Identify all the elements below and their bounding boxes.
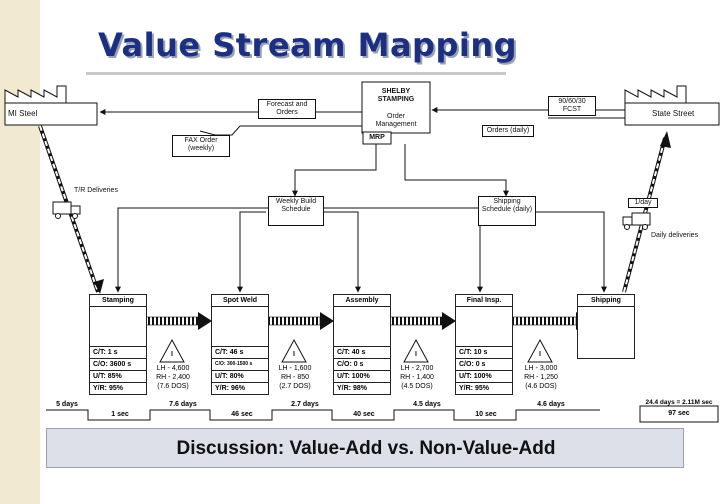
shipping-schedule-label: Shipping Schedule (daily) [478, 196, 536, 226]
supplier-name: MI Steel [8, 109, 38, 118]
tr-deliveries-label: T/R Deliveries [74, 187, 118, 194]
inventory-symbol-3: I [415, 351, 417, 358]
process-stamping-header: Stamping [89, 294, 147, 307]
truck-frequency-label: 1/day [628, 198, 658, 208]
timeline-process-3: 40 sec [353, 411, 375, 418]
inventory-symbol-1: I [171, 351, 173, 358]
discussion-text: Discussion: Value-Add vs. Non-Value-Add [176, 438, 556, 459]
timeline-total-lead: 24.4 days = 2.11M sec [645, 399, 713, 406]
background-stripe [0, 0, 40, 504]
customer-name: State Street [652, 109, 695, 118]
timeline-wait-3: 2.7 days [291, 401, 319, 408]
process-final-insp-header: Final Insp. [455, 294, 513, 307]
timeline-wait-4: 4.5 days [413, 401, 441, 408]
timeline-total-box [639, 405, 719, 423]
inventory-symbol-2: I [293, 351, 295, 358]
timeline-ladder [46, 409, 600, 421]
spot-weld-co: C/O: 300-1500 s [211, 358, 269, 371]
supplier-truck-icon [52, 201, 81, 219]
title-underline [86, 72, 506, 75]
final-insp-yr: Y/R: 95% [455, 382, 513, 395]
customer-truck-icon [622, 212, 651, 230]
discussion-banner: Discussion: Value-Add vs. Non-Value-Add [46, 428, 684, 468]
forecast-orders-label: Forecast and Orders [258, 99, 316, 119]
fax-order-label: FAX Order (weekly) [172, 135, 230, 157]
timeline-process-4: 10 sec [475, 411, 497, 418]
push-arrow-3 [389, 312, 456, 330]
weekly-schedule-label: Weekly Build Schedule [268, 196, 324, 226]
daily-deliveries-label: Daily deliveries [651, 232, 699, 239]
control-company: SHELBY STAMPING [377, 88, 415, 103]
inventory-triangle-2 [281, 338, 307, 363]
supplier-factory-icon [4, 85, 98, 126]
fcst-label: 90/60/30 FCST [548, 96, 596, 116]
inventory-triangle-3 [403, 338, 429, 363]
inventory-symbol-4: I [539, 351, 541, 358]
timeline-process-2: 46 sec [231, 411, 253, 418]
process-shipping-body [577, 307, 635, 359]
mrp-label: MRP [369, 134, 385, 141]
timeline-process-1: 1 sec [111, 411, 129, 418]
inventory-triangle-4 [527, 338, 553, 363]
process-spot-weld-header: Spot Weld [211, 294, 269, 307]
orders-daily-label: Orders (daily) [482, 125, 534, 137]
inventory-triangle-1 [159, 338, 185, 363]
timeline-total-va: 97 sec [668, 410, 690, 417]
control-department: Order Management [375, 113, 417, 128]
customer-factory-icon [624, 85, 720, 126]
timeline-wait-1: 5 days [56, 401, 78, 408]
timeline-wait-5: 4.6 days [537, 401, 565, 408]
push-arrow-2 [267, 312, 334, 330]
timeline-wait-2: 7.6 days [169, 401, 197, 408]
assembly-yr: Y/R: 98% [333, 382, 391, 395]
control-box [361, 81, 431, 134]
push-arrow-1 [145, 312, 212, 330]
process-shipping-header: Shipping [577, 294, 635, 307]
slide-title: Value Stream Mapping [98, 26, 518, 64]
stamping-yr: Y/R: 95% [89, 382, 147, 395]
mrp-box [362, 131, 392, 145]
spot-weld-yr: Y/R: 96% [211, 382, 269, 395]
process-assembly-header: Assembly [333, 294, 391, 307]
